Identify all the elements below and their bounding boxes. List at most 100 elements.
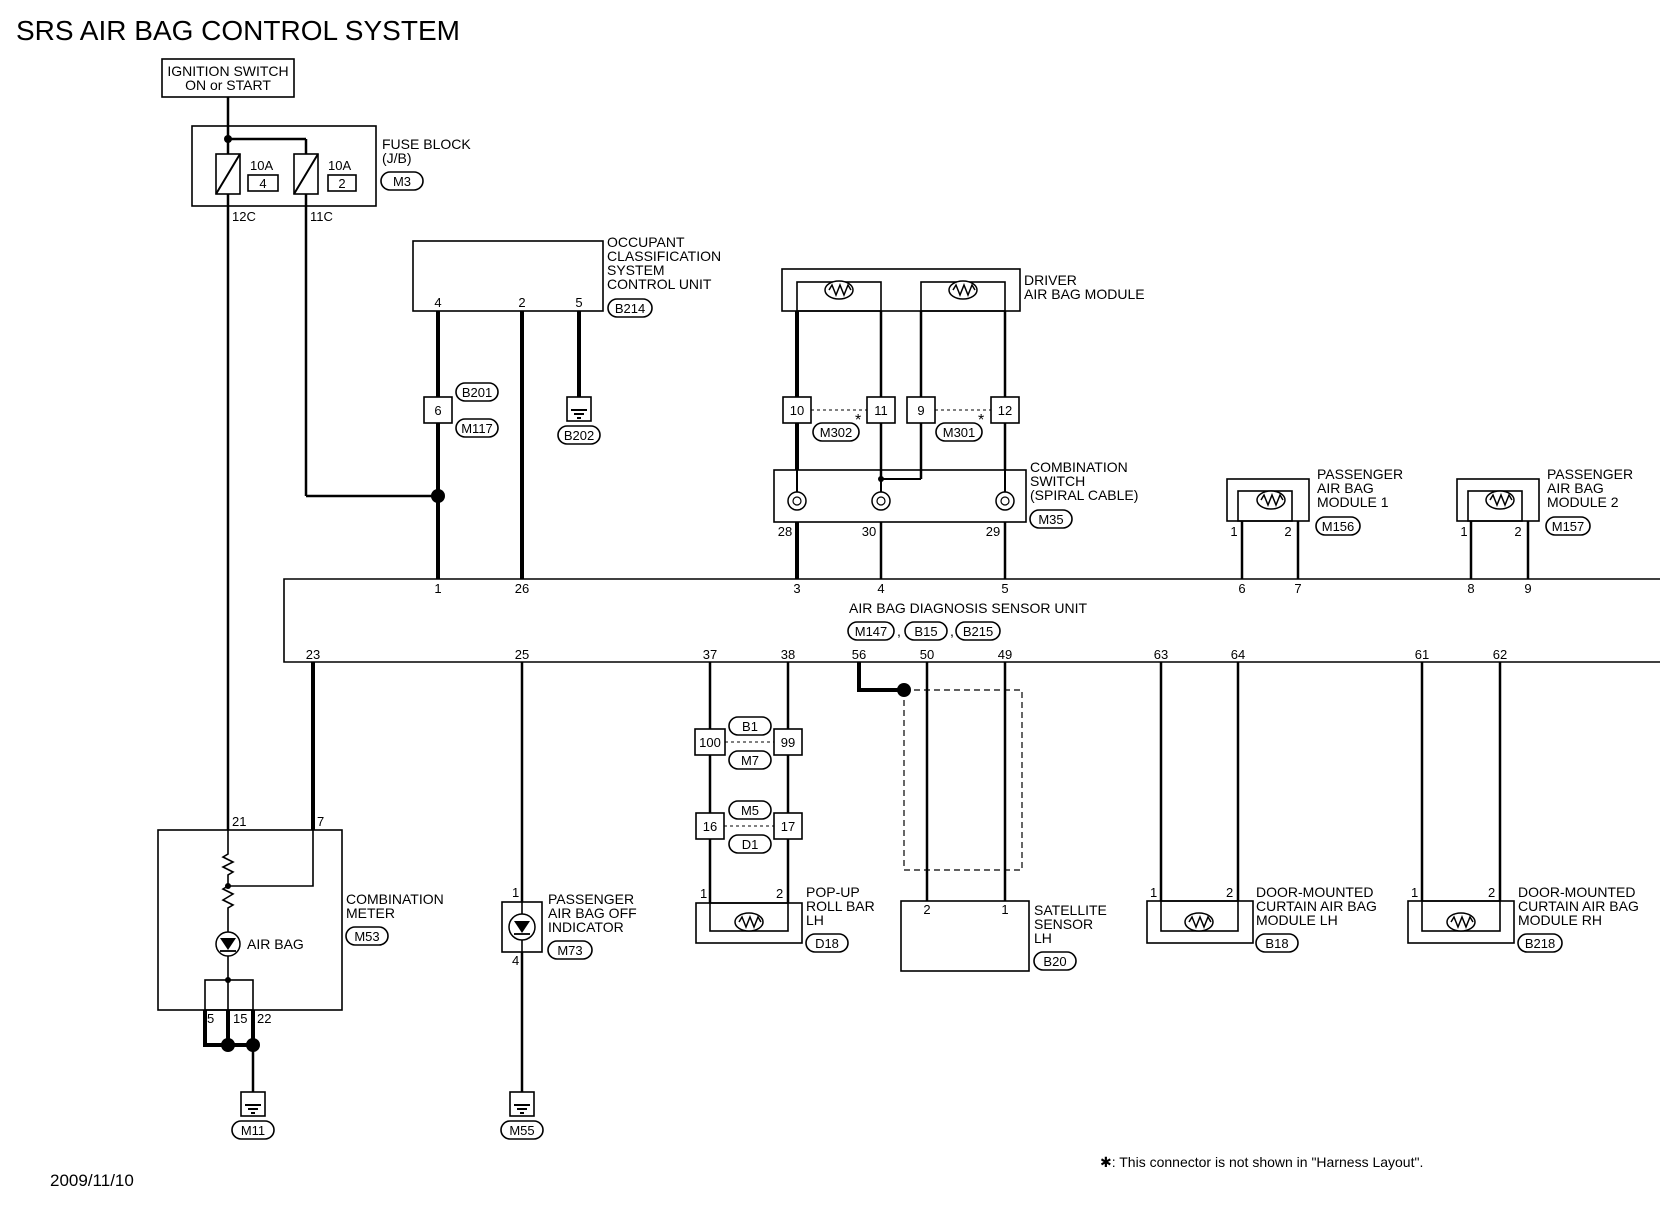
satellite-sensor-lh: 2 1 SATELLITE SENSOR LH B20 [900,900,1107,972]
pass-off-label-1: PASSENGER [548,891,634,907]
fuse-a-terminal: 12C [232,209,256,224]
curtain-lh-label-1: DOOR-MOUNTED [1256,884,1373,900]
driver-label-2: AIR BAG MODULE [1024,286,1145,302]
combination-switch: COMBINATION SWITCH (SPIRAL CABLE) M35 28… [773,459,1138,539]
popup-roll-bar-lh: 1 2 POP-UP ROLL BAR LH D18 [695,884,875,953]
sensor-bottom-pin-64: 64 [1231,647,1245,662]
curtain-rh-pin-2: 2 [1488,885,1495,900]
sensor-unit-label: AIR BAG DIAGNOSIS SENSOR UNIT [849,600,1087,616]
sensor-top-pin-9: 9 [1524,581,1531,596]
curtain-rh-label-1: DOOR-MOUNTED [1518,884,1635,900]
ocs-pin-5: 5 [575,295,582,310]
pass1-pin-1: 1 [1230,524,1237,539]
curtain-lh-connector: B18 [1265,936,1288,951]
air-bag-warning-lamp-icon [215,931,241,957]
curtain-air-bag-module-rh: 1 2 DOOR-MOUNTED CURTAIN AIR BAG MODULE … [1407,884,1639,953]
sensor-top-pin-7: 7 [1294,581,1301,596]
pass2-pin-2: 2 [1514,524,1521,539]
diagram-title: SRS AIR BAG CONTROL SYSTEM [16,15,460,46]
pass-off-ground-connector: M55 [509,1123,534,1138]
driver-pin-10: 10 [790,403,804,418]
curtain-rh-label-2: CURTAIN AIR BAG [1518,898,1639,914]
ocs-control-unit: OCCUPANT CLASSIFICATION SYSTEM CONTROL U… [412,234,721,318]
driver-air-bag-module: DRIVER AIR BAG MODULE [781,268,1145,312]
popup-junction-2: 16 17 M5 D1 [695,800,803,854]
passenger-air-bag-module-2: PASSENGER AIR BAG MODULE 2 M157 1 2 [1456,466,1633,539]
driver-pin-9: 9 [917,403,924,418]
popup-jc2-right: 17 [781,819,795,834]
popup-jc1-conn-bottom: M7 [741,753,759,768]
curtain-rh-connector: B218 [1525,936,1555,951]
pass-off-pin-1: 1 [512,885,519,900]
combo-switch-pin-29: 29 [986,524,1000,539]
curtain-air-bag-module-lh: 1 2 DOOR-MOUNTED CURTAIN AIR BAG MODULE … [1146,884,1377,953]
satellite-pin-1: 1 [1001,902,1008,917]
ground-icon [509,1091,535,1117]
pass-off-connector: M73 [557,943,582,958]
meter-pin-7: 7 [317,814,324,829]
ocs-inline-connector-b: M117 [461,421,493,436]
pass2-label-2: AIR BAG [1547,480,1604,496]
fuse-block-label: FUSE BLOCK [382,136,471,152]
combo-switch-pin-30: 30 [862,524,876,539]
meter-pin-5: 5 [207,1011,214,1026]
pass1-label-1: PASSENGER [1317,466,1403,482]
driver-connector-m302: M302 [820,425,853,440]
svg-text:,: , [897,623,901,639]
combo-switch-connector: M35 [1038,512,1063,527]
sensor-bottom-pin-25: 25 [515,647,529,662]
combo-switch-pin-28: 28 [778,524,792,539]
ocs-label-2: CLASSIFICATION [607,248,721,264]
sensor-bottom-pin-23: 23 [306,647,320,662]
pass1-connector: M156 [1322,519,1355,534]
popup-jc1-left: 100 [699,735,721,750]
popup-label-1: POP-UP [806,884,860,900]
meter-label-2: METER [346,905,395,921]
sensor-bottom-pin-56: 56 [852,647,866,662]
pass2-label-1: PASSENGER [1547,466,1633,482]
popup-jc1-conn-top: B1 [742,719,758,734]
sensor-bottom-pin-49: 49 [998,647,1012,662]
ocs-pin-4: 4 [434,295,441,310]
satellite-label-2: SENSOR [1034,916,1093,932]
sensor-top-pin-26: 26 [515,581,529,596]
sensor-bottom-pin-61: 61 [1415,647,1429,662]
ocs-connector: B214 [615,301,645,316]
diagram-date: 2009/11/10 [50,1171,134,1190]
combo-switch-label-2: SWITCH [1030,473,1085,489]
sensor-top-pin-1: 1 [434,581,441,596]
pass2-label-3: MODULE 2 [1547,494,1619,510]
sensor-top-pin-5: 5 [1001,581,1008,596]
popup-jc2-left: 16 [703,819,717,834]
satellite-pin-2: 2 [923,902,930,917]
driver-label-1: DRIVER [1024,272,1077,288]
meter-ground-connector: M11 [241,1123,265,1138]
sensor-top-pin-3: 3 [793,581,800,596]
curtain-lh-label-2: CURTAIN AIR BAG [1256,898,1377,914]
passenger-air-bag-module-1: PASSENGER AIR BAG MODULE 1 M156 1 2 [1226,466,1403,539]
curtain-rh-pin-1: 1 [1411,885,1418,900]
pass1-pin-2: 2 [1284,524,1291,539]
pass2-connector: M157 [1552,519,1585,534]
pass-off-label-2: AIR BAG OFF [548,905,637,921]
curtain-rh-label-3: MODULE RH [1518,912,1602,928]
sensor-bottom-pin-38: 38 [781,647,795,662]
air-bag-diagnosis-sensor-unit: AIR BAG DIAGNOSIS SENSOR UNIT M147 , B15… [283,578,1660,663]
sensor-bottom-pin-37: 37 [703,647,717,662]
svg-text:*: * [855,412,861,429]
ocs-ground-connector: B202 [564,428,594,443]
curtain-lh-pin-1: 1 [1150,885,1157,900]
pass-off-label-3: INDICATOR [548,919,624,935]
popup-label-2: ROLL BAR [806,898,875,914]
meter-label-1: COMBINATION [346,891,444,907]
driver-pin-12: 12 [998,403,1012,418]
fuse-a-rating: 10A [250,158,273,173]
curtain-lh-pin-2: 2 [1226,885,1233,900]
ocs-label-3: SYSTEM [607,262,665,278]
ignition-label-2: ON or START [185,77,271,93]
sensor-bottom-pin-50: 50 [920,647,934,662]
meter-pin-21: 21 [232,814,246,829]
ocs-label-4: CONTROL UNIT [607,276,712,292]
fuse-b-rating: 10A [328,158,351,173]
